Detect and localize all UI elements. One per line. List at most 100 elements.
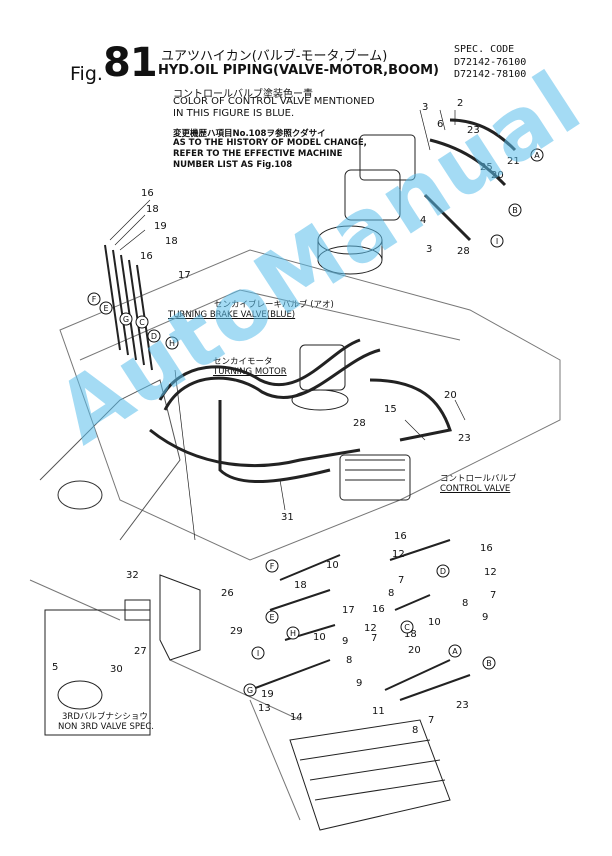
frame-lower bbox=[29, 579, 301, 821]
frame-outline bbox=[59, 249, 561, 561]
color-note-en-1: COLOR OF CONTROL VALVE MENTIONED bbox=[173, 96, 375, 107]
brake-valve-label-en: TURNING BRAKE VALVE(BLUE) bbox=[168, 310, 296, 320]
part-number-11: 11 bbox=[372, 706, 385, 717]
part-number-19: 19 bbox=[154, 221, 167, 232]
connection-b-circle: B bbox=[482, 656, 496, 670]
part-number-26: 26 bbox=[221, 588, 234, 599]
part-number-labels: 2334567777888899910101011121212131415161… bbox=[52, 98, 520, 736]
part-number-3: 3 bbox=[426, 244, 432, 255]
part-number-10: 10 bbox=[313, 632, 326, 643]
brake-valve-label-jp: センカイブレーキバルブ (アオ) bbox=[214, 300, 334, 310]
part-number-20: 20 bbox=[408, 645, 421, 656]
turning-motor-mid-icon bbox=[291, 344, 349, 411]
connection-d-circle: D bbox=[436, 564, 450, 578]
connection-f-circle: F bbox=[265, 559, 279, 573]
figure-word: Fig. bbox=[70, 63, 103, 85]
history-note-jp: 変更機歴ハ項目No.108ヲ参照クダサイ bbox=[173, 129, 326, 139]
part-number-16: 16 bbox=[480, 543, 493, 554]
part-number-17: 17 bbox=[342, 605, 355, 616]
color-note-jp: コントロールバルブ塗装色ー青 bbox=[173, 89, 313, 100]
part-number-7: 7 bbox=[398, 575, 404, 586]
part-number-10: 10 bbox=[326, 560, 339, 571]
part-number-31: 31 bbox=[281, 512, 294, 523]
part-number-12: 12 bbox=[484, 567, 497, 578]
part-number-16: 16 bbox=[394, 531, 407, 542]
part-number-29: 29 bbox=[230, 626, 243, 637]
control-valve-bottom-icon bbox=[289, 719, 451, 831]
part-number-6: 6 bbox=[437, 119, 443, 130]
part-number-3: 3 bbox=[422, 102, 428, 113]
svg-text:G: G bbox=[123, 315, 129, 324]
part-number-18: 18 bbox=[294, 580, 307, 591]
control-valve-label-en: CONTROL VALVE bbox=[440, 484, 511, 494]
connection-h-circle: H bbox=[286, 626, 300, 640]
connection-f-circle: F bbox=[87, 292, 101, 306]
part-number-8: 8 bbox=[462, 598, 468, 609]
part-number-18: 18 bbox=[146, 204, 159, 215]
connection-g-circle: G bbox=[243, 683, 257, 697]
part-number-10: 10 bbox=[428, 617, 441, 628]
part-number-8: 8 bbox=[388, 588, 394, 599]
part-number-4: 4 bbox=[420, 215, 426, 226]
spec-code-label: SPEC. CODE bbox=[454, 44, 515, 55]
color-note-en-2: IN THIS FIGURE IS BLUE. bbox=[173, 108, 295, 119]
title-english: HYD.OIL PIPING(VALVE-MOTOR,BOOM) bbox=[158, 63, 439, 78]
part-number-5: 5 bbox=[52, 662, 58, 673]
history-note-en-3: NUMBER LIST AS Fig.108 bbox=[173, 160, 293, 170]
svg-text:C: C bbox=[139, 318, 145, 327]
connection-i-circle: I bbox=[490, 234, 504, 248]
part-number-2: 2 bbox=[457, 98, 463, 109]
part-number-18: 18 bbox=[404, 629, 417, 640]
connection-e-circle: E bbox=[99, 301, 113, 315]
part-number-17: 17 bbox=[178, 270, 191, 281]
spec-code-1: D72142-76100 bbox=[454, 57, 527, 68]
part-number-28: 28 bbox=[457, 246, 470, 257]
part-number-12: 12 bbox=[364, 623, 377, 634]
leader-lines bbox=[109, 109, 466, 541]
svg-text:C: C bbox=[404, 623, 410, 632]
part-number-18: 18 bbox=[165, 236, 178, 247]
part-number-21: 21 bbox=[507, 156, 520, 167]
inset-drum bbox=[57, 680, 103, 710]
part-number-20: 20 bbox=[491, 170, 504, 181]
turning-motor-top-icon bbox=[317, 134, 416, 275]
svg-text:A: A bbox=[452, 647, 458, 656]
connection-i-circle: I bbox=[251, 646, 265, 660]
connection-h-circle: H bbox=[165, 336, 179, 350]
turning-motor-label-en: TURNING MOTOR bbox=[213, 367, 287, 377]
svg-text:H: H bbox=[169, 339, 175, 348]
svg-text:B: B bbox=[512, 206, 518, 215]
svg-text:D: D bbox=[151, 332, 157, 341]
connection-d-circle: D bbox=[147, 329, 161, 343]
part-number-7: 7 bbox=[428, 715, 434, 726]
connection-c-circle: C bbox=[135, 315, 149, 329]
svg-text:F: F bbox=[270, 562, 275, 571]
svg-text:A: A bbox=[534, 151, 540, 160]
part-number-25: 25 bbox=[480, 162, 493, 173]
part-number-7: 7 bbox=[371, 633, 377, 644]
part-number-12: 12 bbox=[392, 549, 405, 560]
part-number-8: 8 bbox=[412, 725, 418, 736]
part-number-16: 16 bbox=[141, 188, 154, 199]
spec-code-2: D72142-78100 bbox=[454, 69, 527, 80]
history-note-en-2: REFER TO THE EFFECTIVE MACHINE bbox=[173, 149, 343, 159]
svg-text:G: G bbox=[247, 686, 253, 695]
part-number-15: 15 bbox=[384, 404, 397, 415]
connection-g-circle: G bbox=[119, 312, 133, 326]
control-valve-mid-icon bbox=[339, 454, 411, 501]
history-note-en-1: AS TO THE HISTORY OF MODEL CHANGE, bbox=[173, 138, 367, 148]
main-hoses bbox=[149, 338, 452, 483]
part-number-28: 28 bbox=[353, 418, 366, 429]
control-valve-label-jp: コントロールバルブ bbox=[440, 474, 517, 484]
boom-pin bbox=[57, 480, 103, 510]
svg-text:E: E bbox=[103, 304, 108, 313]
part-number-9: 9 bbox=[482, 612, 488, 623]
part-number-27: 27 bbox=[134, 646, 147, 657]
part-number-13: 13 bbox=[258, 703, 271, 714]
hose-group-top bbox=[423, 118, 517, 242]
part-number-16: 16 bbox=[372, 604, 385, 615]
part-number-9: 9 bbox=[356, 678, 362, 689]
title-japanese: ユアツハイカン(バルブ-モータ,ブーム) bbox=[161, 49, 388, 64]
